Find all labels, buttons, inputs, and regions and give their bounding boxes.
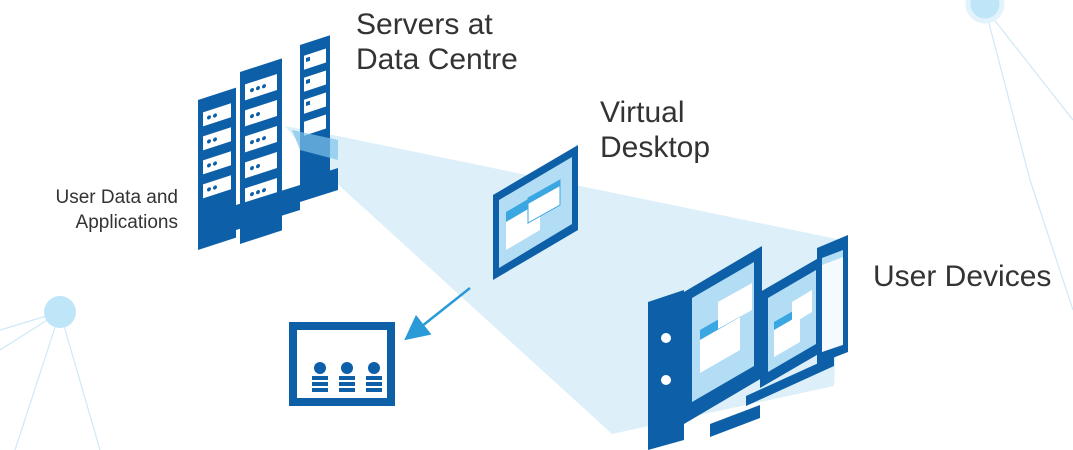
- virtual-desktop-panel-icon: [493, 145, 578, 280]
- virtual-desktop-label-line-1: Virtual: [600, 96, 685, 129]
- network-node-icon: [44, 296, 76, 328]
- user-devices-icon: [648, 235, 848, 450]
- user-devices-label: User Devices: [873, 260, 1052, 293]
- servers-label-line-2: Data Centre: [356, 43, 518, 77]
- servers-label-line-1: Servers at: [356, 8, 493, 41]
- server-rack-icon: [198, 35, 338, 250]
- virtual-desktop-label-line-2: Desktop: [600, 131, 711, 165]
- user-data-label: User Data and Applications: [8, 186, 178, 235]
- virtual-desktop-label: Virtual Desktop: [600, 95, 710, 165]
- servers-label: Servers at Data Centre: [356, 7, 518, 77]
- flow-arrow-icon: [404, 287, 471, 341]
- user-data-storage-icon: [289, 322, 395, 406]
- network-node-icon: [965, 0, 1005, 24]
- user-data-label-line-1: User Data and: [55, 187, 178, 208]
- user-data-label-line-2: Applications: [75, 211, 178, 233]
